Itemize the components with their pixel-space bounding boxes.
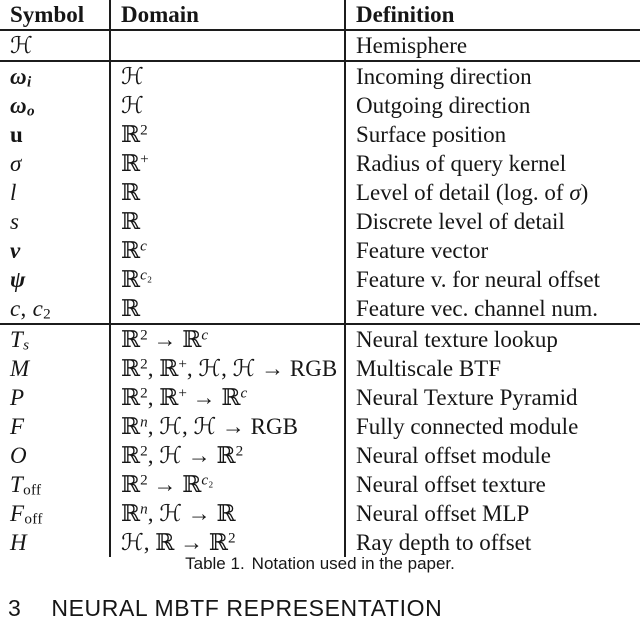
table-row: ωo ℋ Outgoing direction <box>0 91 640 120</box>
table-row: Toff ℝ2 → ℝc₂ Neural offset texture <box>0 470 640 499</box>
symbol-cell: O <box>10 442 27 468</box>
domain-cell: ℋ <box>109 91 345 120</box>
table-row: Foff ℝn, ℋ → ℝ Neural offset MLP <box>0 499 640 528</box>
table-row: ℋ Hemisphere <box>0 30 640 62</box>
definition-cell: Neural offset module <box>344 441 640 470</box>
definition-cell: Surface position <box>344 120 640 149</box>
domain-cell: ℝn, ℋ, ℋ → RGB <box>109 412 345 441</box>
definition-cell: Hemisphere <box>344 30 640 62</box>
definition-cell: Fully connected module <box>344 412 640 441</box>
symbol-cell: l <box>10 179 17 205</box>
domain-cell: ℝ+ <box>109 149 345 178</box>
symbol-cell: s <box>10 208 20 234</box>
definition-cell: Radius of query kernel <box>344 149 640 178</box>
symbol-cell: u <box>10 121 24 147</box>
definition-cell: Level of detail (log. of σ) <box>344 178 640 207</box>
domain-cell: ℝc₂ <box>109 265 345 294</box>
domain-cell: ℝn, ℋ → ℝ <box>109 499 345 528</box>
section-title: NEURAL MBTF REPRESENTATION <box>51 595 443 621</box>
symbol-cell: ℋ <box>0 30 110 62</box>
domain-cell: ℝ2 → ℝc <box>109 324 345 354</box>
definition-cell: Feature vec. channel num. <box>344 294 640 325</box>
section-heading: 3 NEURAL MBTF REPRESENTATION <box>8 595 640 622</box>
domain-cell: ℝc <box>109 236 345 265</box>
domain-cell: ℝ <box>109 207 345 236</box>
table-row: s ℝ Discrete level of detail <box>0 207 640 236</box>
table-row: l ℝ Level of detail (log. of σ) <box>0 178 640 207</box>
table-row: P ℝ2, ℝ+ → ℝc Neural Texture Pyramid <box>0 383 640 412</box>
table-row: c, c2 ℝ Feature vec. channel num. <box>0 294 640 325</box>
domain-cell: ℝ2, ℝ+ → ℝc <box>109 383 345 412</box>
table-caption: Table 1. Notation used in the paper. <box>0 554 640 574</box>
symbol-cell: P <box>10 384 25 410</box>
domain-cell: ℝ <box>109 178 345 207</box>
definition-cell: Outgoing direction <box>344 91 640 120</box>
definition-cell: Discrete level of detail <box>344 207 640 236</box>
header-domain: Domain <box>109 0 345 31</box>
domain-cell: ℝ2 <box>109 120 345 149</box>
domain-cell: ℋ <box>109 61 345 91</box>
symbol-cell: v <box>10 237 21 263</box>
table-row: u ℝ2 Surface position <box>0 120 640 149</box>
domain-cell: ℝ2, ℋ → ℝ2 <box>109 441 345 470</box>
header-definition: Definition <box>344 0 640 31</box>
section-number: 3 <box>8 595 22 621</box>
domain-cell: ℝ2 → ℝc₂ <box>109 470 345 499</box>
symbol-cell: ψ <box>10 266 26 292</box>
table-row: M ℝ2, ℝ+, ℋ, ℋ → RGB Multiscale BTF <box>0 354 640 383</box>
definition-cell: Feature v. for neural offset <box>344 265 640 294</box>
definition-cell: Neural offset MLP <box>344 499 640 528</box>
symbol-cell: Toff <box>10 471 42 498</box>
definition-cell: Neural texture lookup <box>344 324 640 354</box>
symbol-cell: Foff <box>10 500 43 527</box>
table-row: ωi ℋ Incoming direction <box>0 61 640 91</box>
domain-cell: ℝ2, ℝ+, ℋ, ℋ → RGB <box>109 354 345 383</box>
symbol-cell: F <box>10 413 25 439</box>
symbol-cell: c, c2 <box>0 294 110 325</box>
definition-cell: Incoming direction <box>344 61 640 91</box>
table-row: σ ℝ+ Radius of query kernel <box>0 149 640 178</box>
table-header-row: Symbol Domain Definition <box>0 0 640 31</box>
symbol-cell: Ts <box>10 326 30 353</box>
notation-table: Symbol Domain Definition ℋ Hemisphere ωi… <box>0 0 640 557</box>
header-symbol: Symbol <box>0 0 110 31</box>
table-row: Ts ℝ2 → ℝc Neural texture lookup <box>0 324 640 354</box>
symbol-cell: H <box>10 529 27 555</box>
symbol-cell: ωo <box>10 92 35 119</box>
definition-cell: Neural Texture Pyramid <box>344 383 640 412</box>
definition-cell: Neural offset texture <box>344 470 640 499</box>
domain-cell <box>109 30 345 62</box>
table-row: O ℝ2, ℋ → ℝ2 Neural offset module <box>0 441 640 470</box>
symbol-cell: ωi <box>10 63 32 90</box>
domain-cell: ℋ, ℝ → ℝ2 <box>109 528 345 557</box>
table-row: H ℋ, ℝ → ℝ2 Ray depth to offset <box>0 528 640 557</box>
definition-cell: Feature vector <box>344 236 640 265</box>
table-row: ψ ℝc₂ Feature v. for neural offset <box>0 265 640 294</box>
definition-cell: Multiscale BTF <box>344 354 640 383</box>
table-row: v ℝc Feature vector <box>0 236 640 265</box>
symbol-cell: σ <box>10 150 22 176</box>
definition-cell: Ray depth to offset <box>344 528 640 557</box>
symbol-cell: M <box>10 355 30 381</box>
table-caption-text: Notation used in the paper. <box>251 554 455 573</box>
table-caption-label: Table 1. <box>185 554 245 573</box>
table-row: F ℝn, ℋ, ℋ → RGB Fully connected module <box>0 412 640 441</box>
domain-cell: ℝ <box>109 294 345 325</box>
